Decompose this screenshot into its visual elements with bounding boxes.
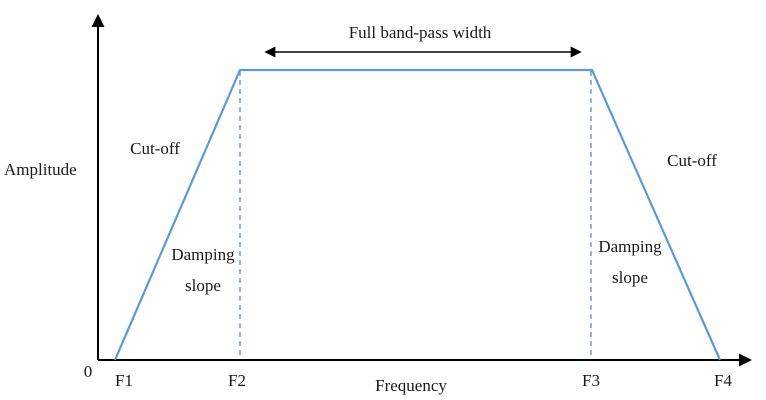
filter-response-curve xyxy=(113,68,722,361)
cutoff-label-left: Cut-off xyxy=(130,139,180,158)
tick-f2: F2 xyxy=(228,371,246,390)
damping-slope-label-right: Damping slope xyxy=(598,231,661,293)
damping-left-line2: slope xyxy=(185,276,221,295)
tick-f4: F4 xyxy=(714,371,732,390)
damping-slope-label-left: Damping slope xyxy=(171,239,234,301)
tick-f3: F3 xyxy=(582,371,600,390)
tick-f1: F1 xyxy=(115,371,133,390)
cutoff-label-right: Cut-off xyxy=(667,151,717,170)
origin-label: 0 xyxy=(83,362,93,381)
x-axis-label: Frequency xyxy=(375,376,447,395)
damping-right-line1: Damping xyxy=(598,237,662,256)
band-width-label: Full band-pass width xyxy=(348,23,492,42)
damping-left-line1: Damping xyxy=(171,245,235,264)
y-axis-label: Amplitude xyxy=(4,160,77,179)
damping-right-line2: slope xyxy=(612,268,648,287)
